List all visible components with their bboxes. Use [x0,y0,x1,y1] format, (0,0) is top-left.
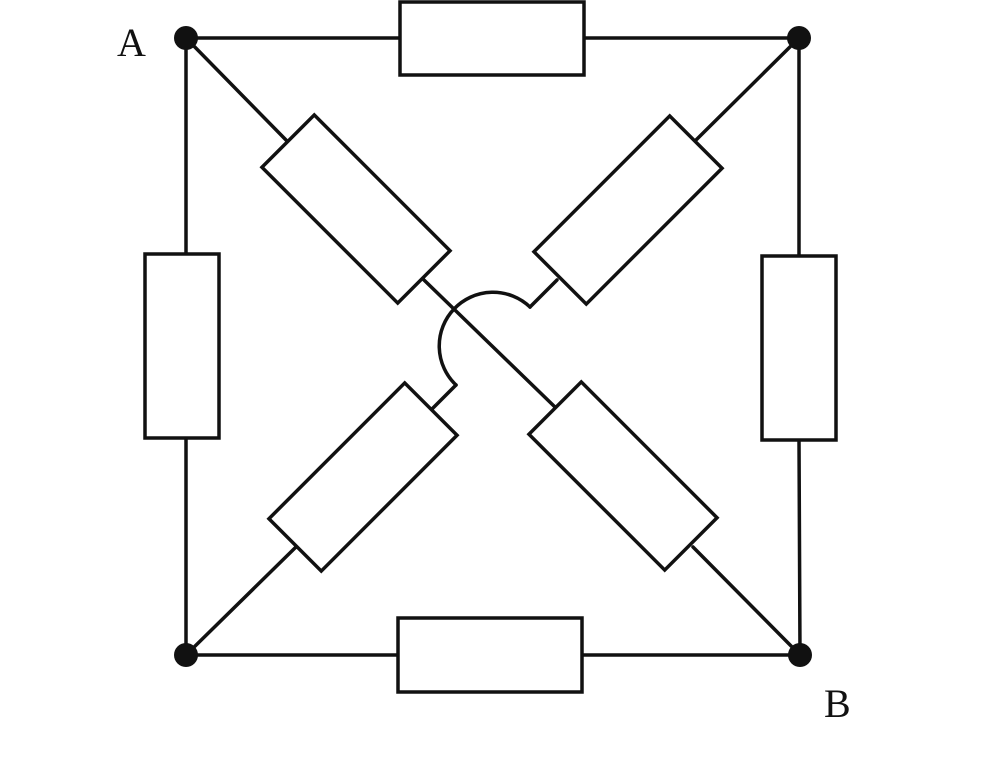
wire-diag-tr-2 [528,278,559,309]
resistor-diag-top-right [531,113,725,307]
node-b [788,643,812,667]
wire-right-bottom [797,438,802,657]
wire-diag-tr-1 [692,36,801,144]
crossover-hump [437,290,532,387]
wire-diag-ab-1 [184,36,288,142]
resistor-right [760,254,838,442]
resistor-diag-bottom-left [266,380,460,574]
resistor-bottom [396,616,584,694]
wire-diag-ab-2 [422,278,558,410]
node-a [174,26,198,50]
resistor-diag-top-left [259,112,453,306]
outer-square-wires [184,36,802,657]
label-a: A [117,20,146,65]
node-top-right [787,26,811,50]
diagonal-a-b-wires [184,36,802,657]
diagonal-cross-wires [184,36,801,657]
wire-diag-bl-2 [184,544,299,657]
resistor-diag-bottom-right [526,379,720,573]
wire-diag-ab-3 [691,545,802,657]
resistor-top [398,0,586,77]
node-bottom-left [174,643,198,667]
label-b: B [824,681,851,726]
resistor-left [143,252,221,440]
wire-diag-bl-1 [431,383,458,410]
